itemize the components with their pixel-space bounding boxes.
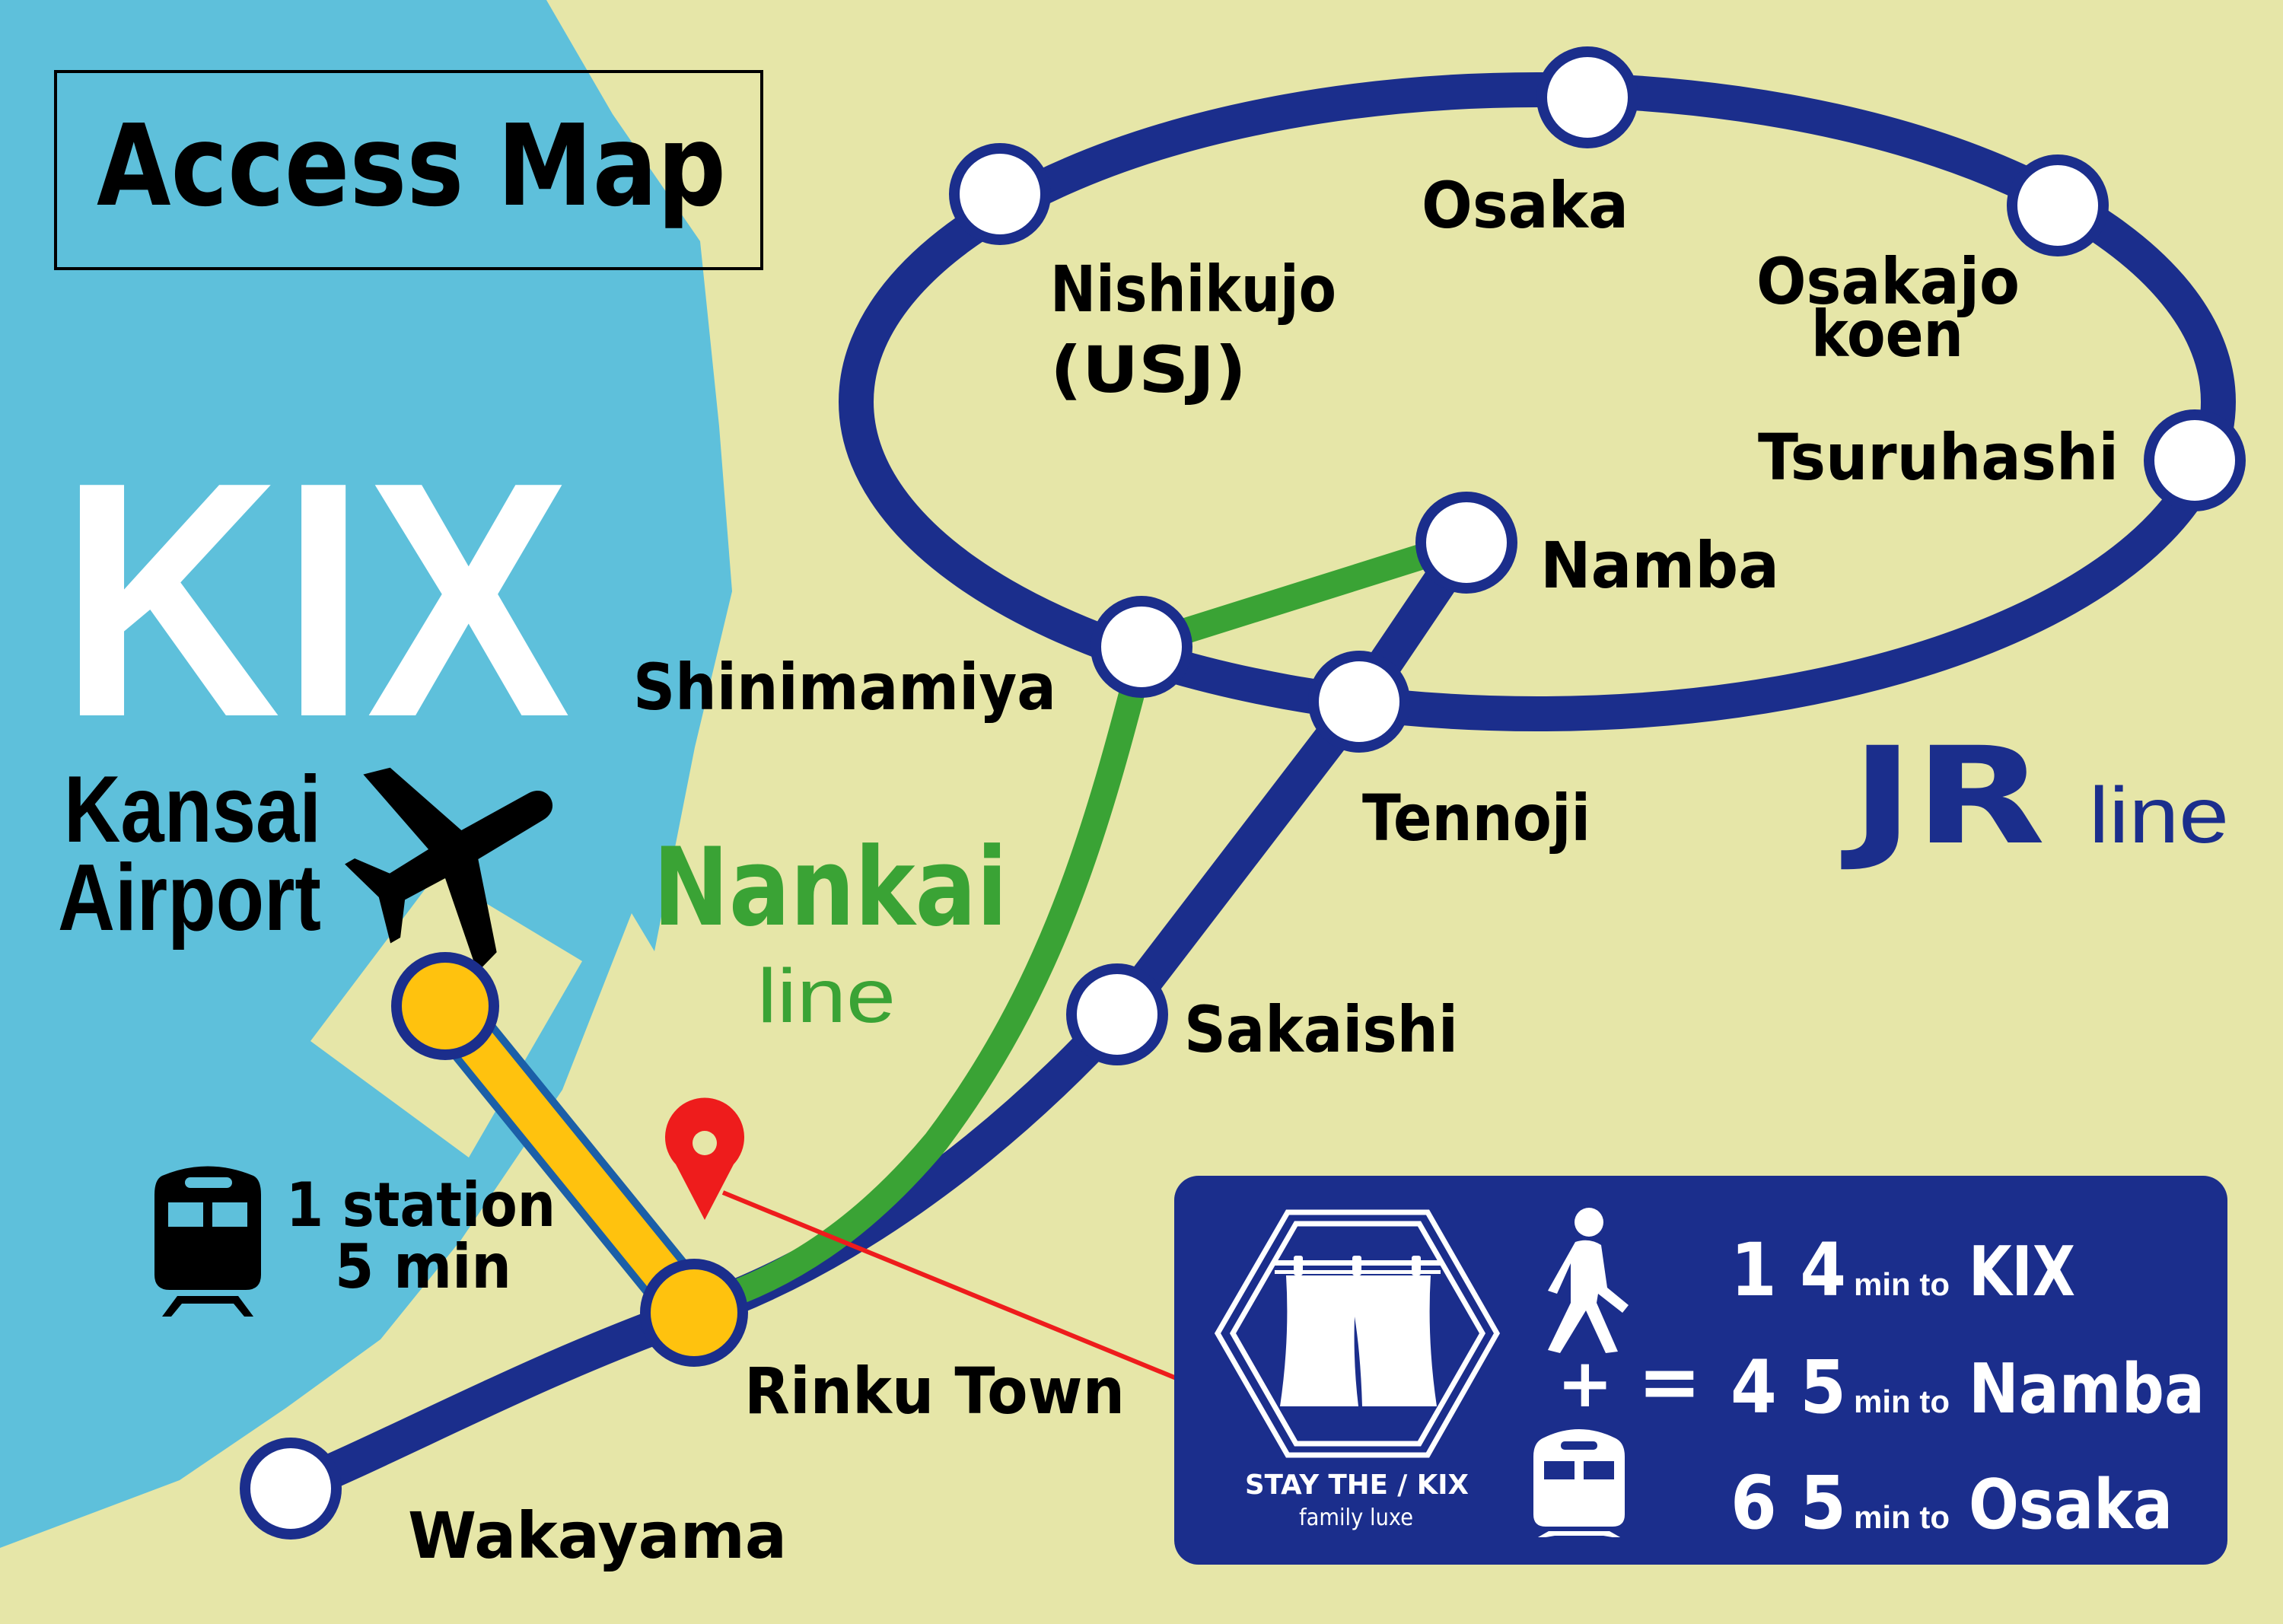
nankai-line-name: Nankai bbox=[653, 825, 1008, 951]
airport-name-line2: Airport bbox=[58, 845, 321, 951]
station-tsuruhashi[interactable] bbox=[2144, 409, 2246, 511]
station-nishikujo[interactable] bbox=[949, 143, 1051, 245]
nankai-line-suffix: line bbox=[757, 954, 896, 1039]
label-koen: koen bbox=[1811, 297, 1963, 371]
label-shinimamiya: Shinimamiya bbox=[633, 650, 1056, 724]
destination-namba: Namba bbox=[1969, 1349, 2205, 1429]
plus-sign: + bbox=[1557, 1344, 1613, 1422]
unit-osaka: min to bbox=[1854, 1499, 1950, 1535]
label-wakayama: Wakayama bbox=[408, 1498, 787, 1573]
station-namba[interactable] bbox=[1415, 492, 1517, 594]
airport-name-line1: Kansai bbox=[64, 757, 321, 862]
label-tsuruhashi: Tsuruhashi bbox=[1758, 420, 2119, 495]
label-usj: (USJ) bbox=[1050, 333, 1247, 407]
station-shinimamiya[interactable] bbox=[1091, 596, 1192, 698]
label-osakajo: Osakajo bbox=[1756, 244, 2020, 319]
travel-time-row-namba: 4 5 min to Namba bbox=[1731, 1345, 2205, 1430]
station-osakajo-koen[interactable] bbox=[2007, 154, 2109, 256]
transfer-stations: 1 station bbox=[286, 1170, 556, 1240]
pointer-line bbox=[721, 1190, 1180, 1381]
unit-namba: min to bbox=[1854, 1384, 1950, 1419]
label-sakaishi: Sakaishi bbox=[1184, 992, 1458, 1067]
airport-link-line bbox=[418, 979, 721, 1340]
destination-kix: KIX bbox=[1969, 1232, 2075, 1312]
label-rinku-town: Rinku Town bbox=[744, 1354, 1125, 1428]
jr-line-suffix: line bbox=[2089, 772, 2229, 860]
kix-heading: KIX bbox=[59, 413, 572, 787]
minutes-osaka: 6 5 bbox=[1731, 1460, 1846, 1546]
travel-time-row-osaka: 6 5 min to Osaka bbox=[1731, 1460, 2173, 1546]
station-tennoji[interactable] bbox=[1308, 651, 1410, 753]
equals-sign: = bbox=[1638, 1337, 1702, 1426]
walking-person-icon bbox=[1548, 1208, 1629, 1353]
stay-the-kix-logo bbox=[1214, 1209, 1501, 1458]
station-wakayama[interactable] bbox=[240, 1438, 342, 1540]
title-box: Access Map bbox=[54, 70, 763, 270]
info-panel: STAY THE / KIX family luxe + = 1 4 min t… bbox=[1174, 1176, 2227, 1565]
brand-tagline: family luxe bbox=[1299, 1505, 1413, 1531]
unit-kix: min to bbox=[1854, 1266, 1950, 1302]
station-rinku-town[interactable] bbox=[640, 1259, 748, 1367]
location-pin-icon[interactable] bbox=[665, 1097, 745, 1220]
nankai-line bbox=[695, 530, 1479, 1316]
destination-osaka: Osaka bbox=[1969, 1465, 2173, 1545]
page-title: Access Map bbox=[97, 100, 726, 231]
train-icon-white bbox=[1533, 1429, 1625, 1537]
station-sakaishi[interactable] bbox=[1066, 963, 1168, 1065]
label-osaka: Osaka bbox=[1422, 168, 1629, 243]
station-kansai-airport[interactable] bbox=[391, 952, 499, 1060]
label-tennoji: Tennoji bbox=[1362, 781, 1590, 855]
label-namba: Namba bbox=[1540, 528, 1779, 603]
train-icon bbox=[154, 1166, 261, 1317]
station-osaka[interactable] bbox=[1536, 46, 1638, 148]
airplane-icon bbox=[345, 767, 552, 973]
noren-curtain-icon bbox=[1275, 1256, 1441, 1406]
label-nishikujo: Nishikujo bbox=[1050, 252, 1336, 326]
travel-time-row-kix: 1 4 min to KIX bbox=[1731, 1228, 2075, 1313]
transfer-time: 5 min bbox=[335, 1231, 511, 1302]
minutes-kix: 1 4 bbox=[1731, 1228, 1846, 1313]
minutes-namba: 4 5 bbox=[1731, 1345, 1846, 1430]
brand-name: STAY THE / KIX bbox=[1245, 1470, 1469, 1501]
jr-line-name: JR bbox=[1841, 718, 2046, 874]
